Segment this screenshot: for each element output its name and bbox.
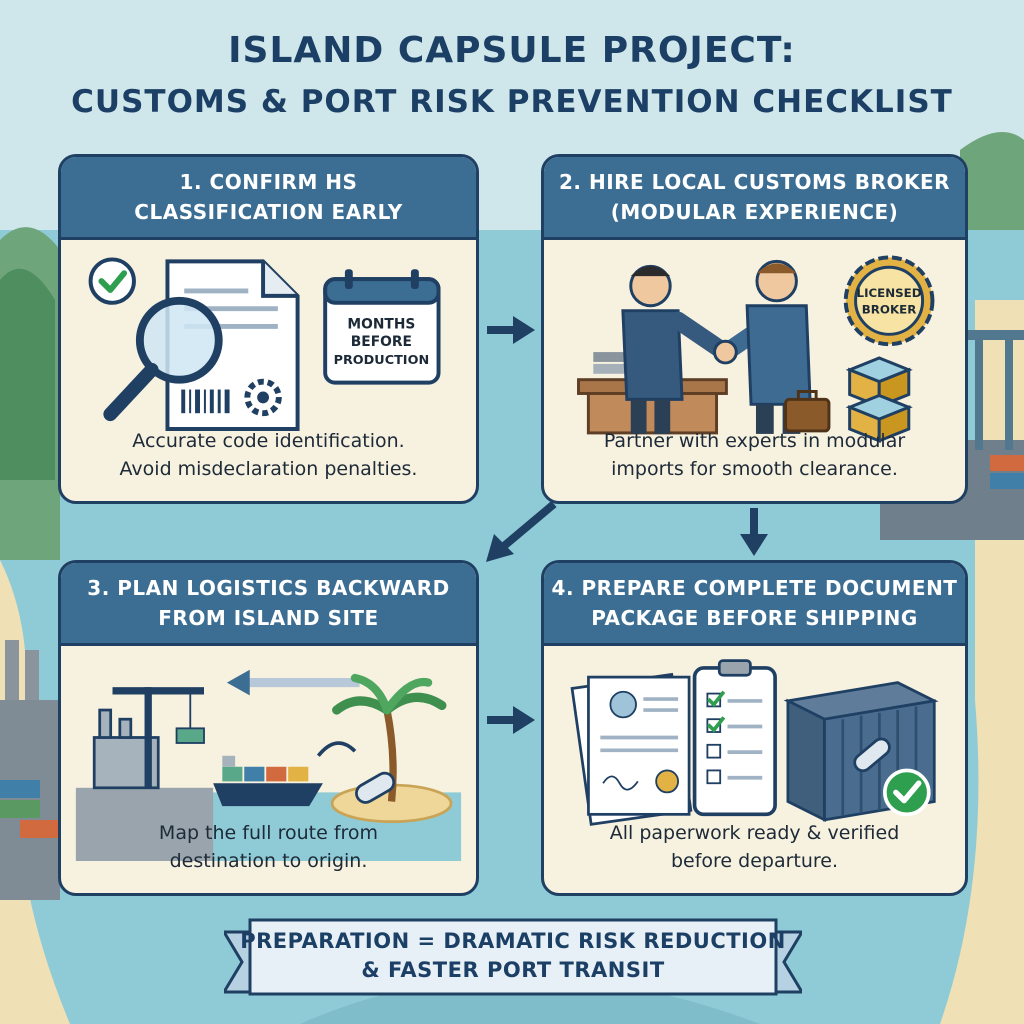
calendar-text-line2: BEFORE <box>351 334 412 350</box>
calendar-text-line3: PRODUCTION <box>334 353 430 368</box>
step-3-caption-line2: destination to origin. <box>169 850 368 872</box>
banner-line1: PREPARATION = DRAMATIC RISK REDUCTION <box>240 929 786 953</box>
module-box-icon <box>845 356 913 443</box>
background-crane-icon <box>965 330 1024 450</box>
badge-text-line2: BROKER <box>862 303 917 317</box>
step-4-heading-line1: 4. PREPARE COMPLETE DOCUMENT <box>551 576 958 600</box>
step-2-panel: 2. HIRE LOCAL CUSTOMS BROKER (MODULAR EX… <box>541 154 968 504</box>
step-3-header: 3. PLAN LOGISTICS BACKWARD FROM ISLAND S… <box>61 563 476 646</box>
step-2-heading-line1: 2. HIRE LOCAL CUSTOMS BROKER <box>558 170 951 194</box>
cargo-ship-icon <box>213 755 323 807</box>
arrow-2-to-3 <box>486 500 557 562</box>
step-1-header: 1. CONFIRM HS CLASSIFICATION EARLY <box>61 157 476 240</box>
person-left-icon <box>621 264 684 434</box>
step-4-panel: 4. PREPARE COMPLETE DOCUMENT PACKAGE BEF… <box>541 560 968 896</box>
port-crane-icon <box>112 687 205 788</box>
step-2-heading-line2: (MODULAR EXPERIENCE) <box>610 200 899 224</box>
briefcase-icon <box>784 390 831 433</box>
calendar-text-line1: MONTHS <box>347 316 415 332</box>
step-4-illustration <box>570 659 939 826</box>
step-3-heading-line2: FROM ISLAND SITE <box>158 606 379 630</box>
badge-text-line1: LICENSED <box>857 286 922 300</box>
step-2-caption-line1: Partner with experts in modular <box>603 430 906 452</box>
step-1-caption-line1: Accurate code identification. <box>132 430 405 452</box>
certificate-icon <box>570 672 693 826</box>
step-2-caption-line2: imports for smooth clearance. <box>611 458 898 480</box>
step-4-caption: All paperwork ready & verified before de… <box>544 819 965 875</box>
banner-line2: & FASTER PORT TRANSIT <box>361 958 665 982</box>
summary-banner: PREPARATION = DRAMATIC RISK REDUCTION & … <box>224 912 802 1002</box>
check-circle-icon <box>883 768 931 817</box>
step-1-panel: 1. CONFIRM HS CLASSIFICATION EARLY <box>58 154 479 504</box>
step-1-heading-line2: CLASSIFICATION EARLY <box>134 200 403 224</box>
step-3-heading-line1: 3. PLAN LOGISTICS BACKWARD <box>87 576 450 600</box>
step-3-caption-line1: Map the full route from <box>158 822 379 844</box>
step-2-header: 2. HIRE LOCAL CUSTOMS BROKER (MODULAR EX… <box>544 157 965 240</box>
step-4-caption-line1: All paperwork ready & verified <box>609 822 900 844</box>
step-4-heading-line2: PACKAGE BEFORE SHIPPING <box>591 606 918 630</box>
page-title: ISLAND CAPSULE PROJECT: <box>228 30 796 71</box>
arrow-3-to-4 <box>487 706 535 734</box>
check-circle-icon <box>88 257 136 305</box>
step-2-caption: Partner with experts in modular imports … <box>544 427 965 483</box>
step-4-header: 4. PREPARE COMPLETE DOCUMENT PACKAGE BEF… <box>544 563 965 646</box>
person-right-icon <box>745 259 812 434</box>
island-palm-icon <box>330 673 453 824</box>
step-4-caption-line2: before departure. <box>670 850 839 872</box>
magnifier-icon <box>103 296 223 422</box>
page-subtitle: CUSTOMS & PORT RISK PREVENTION CHECKLIST <box>71 84 953 120</box>
step-3-caption: Map the full route from destination to o… <box>61 819 476 875</box>
route-curve-arrow <box>316 741 357 757</box>
capsule-icon <box>355 771 396 804</box>
step-1-caption-line2: Avoid misdeclaration penalties. <box>119 458 418 480</box>
barcode-icon <box>181 389 230 414</box>
calendar-icon: MONTHS BEFORE PRODUCTION <box>323 269 441 385</box>
step-3-panel: 3. PLAN LOGISTICS BACKWARD FROM ISLAND S… <box>58 560 479 896</box>
backward-arrow-icon <box>226 669 360 696</box>
arrow-1-to-2 <box>487 316 535 344</box>
clipboard-checklist-icon <box>692 659 777 817</box>
ribbon-shape <box>224 918 802 996</box>
step-3-illustration <box>75 669 462 861</box>
licensed-badge-icon: LICENSED BROKER <box>843 255 935 347</box>
step-1-heading-line1: 1. CONFIRM HS <box>179 170 358 194</box>
step-1-illustration: MONTHS BEFORE PRODUCTION <box>88 257 441 431</box>
step-2-illustration: LICENSED BROKER <box>577 255 935 443</box>
step-1-caption: Accurate code identification. Avoid misd… <box>61 427 476 483</box>
arrow-2-to-4 <box>740 508 768 556</box>
